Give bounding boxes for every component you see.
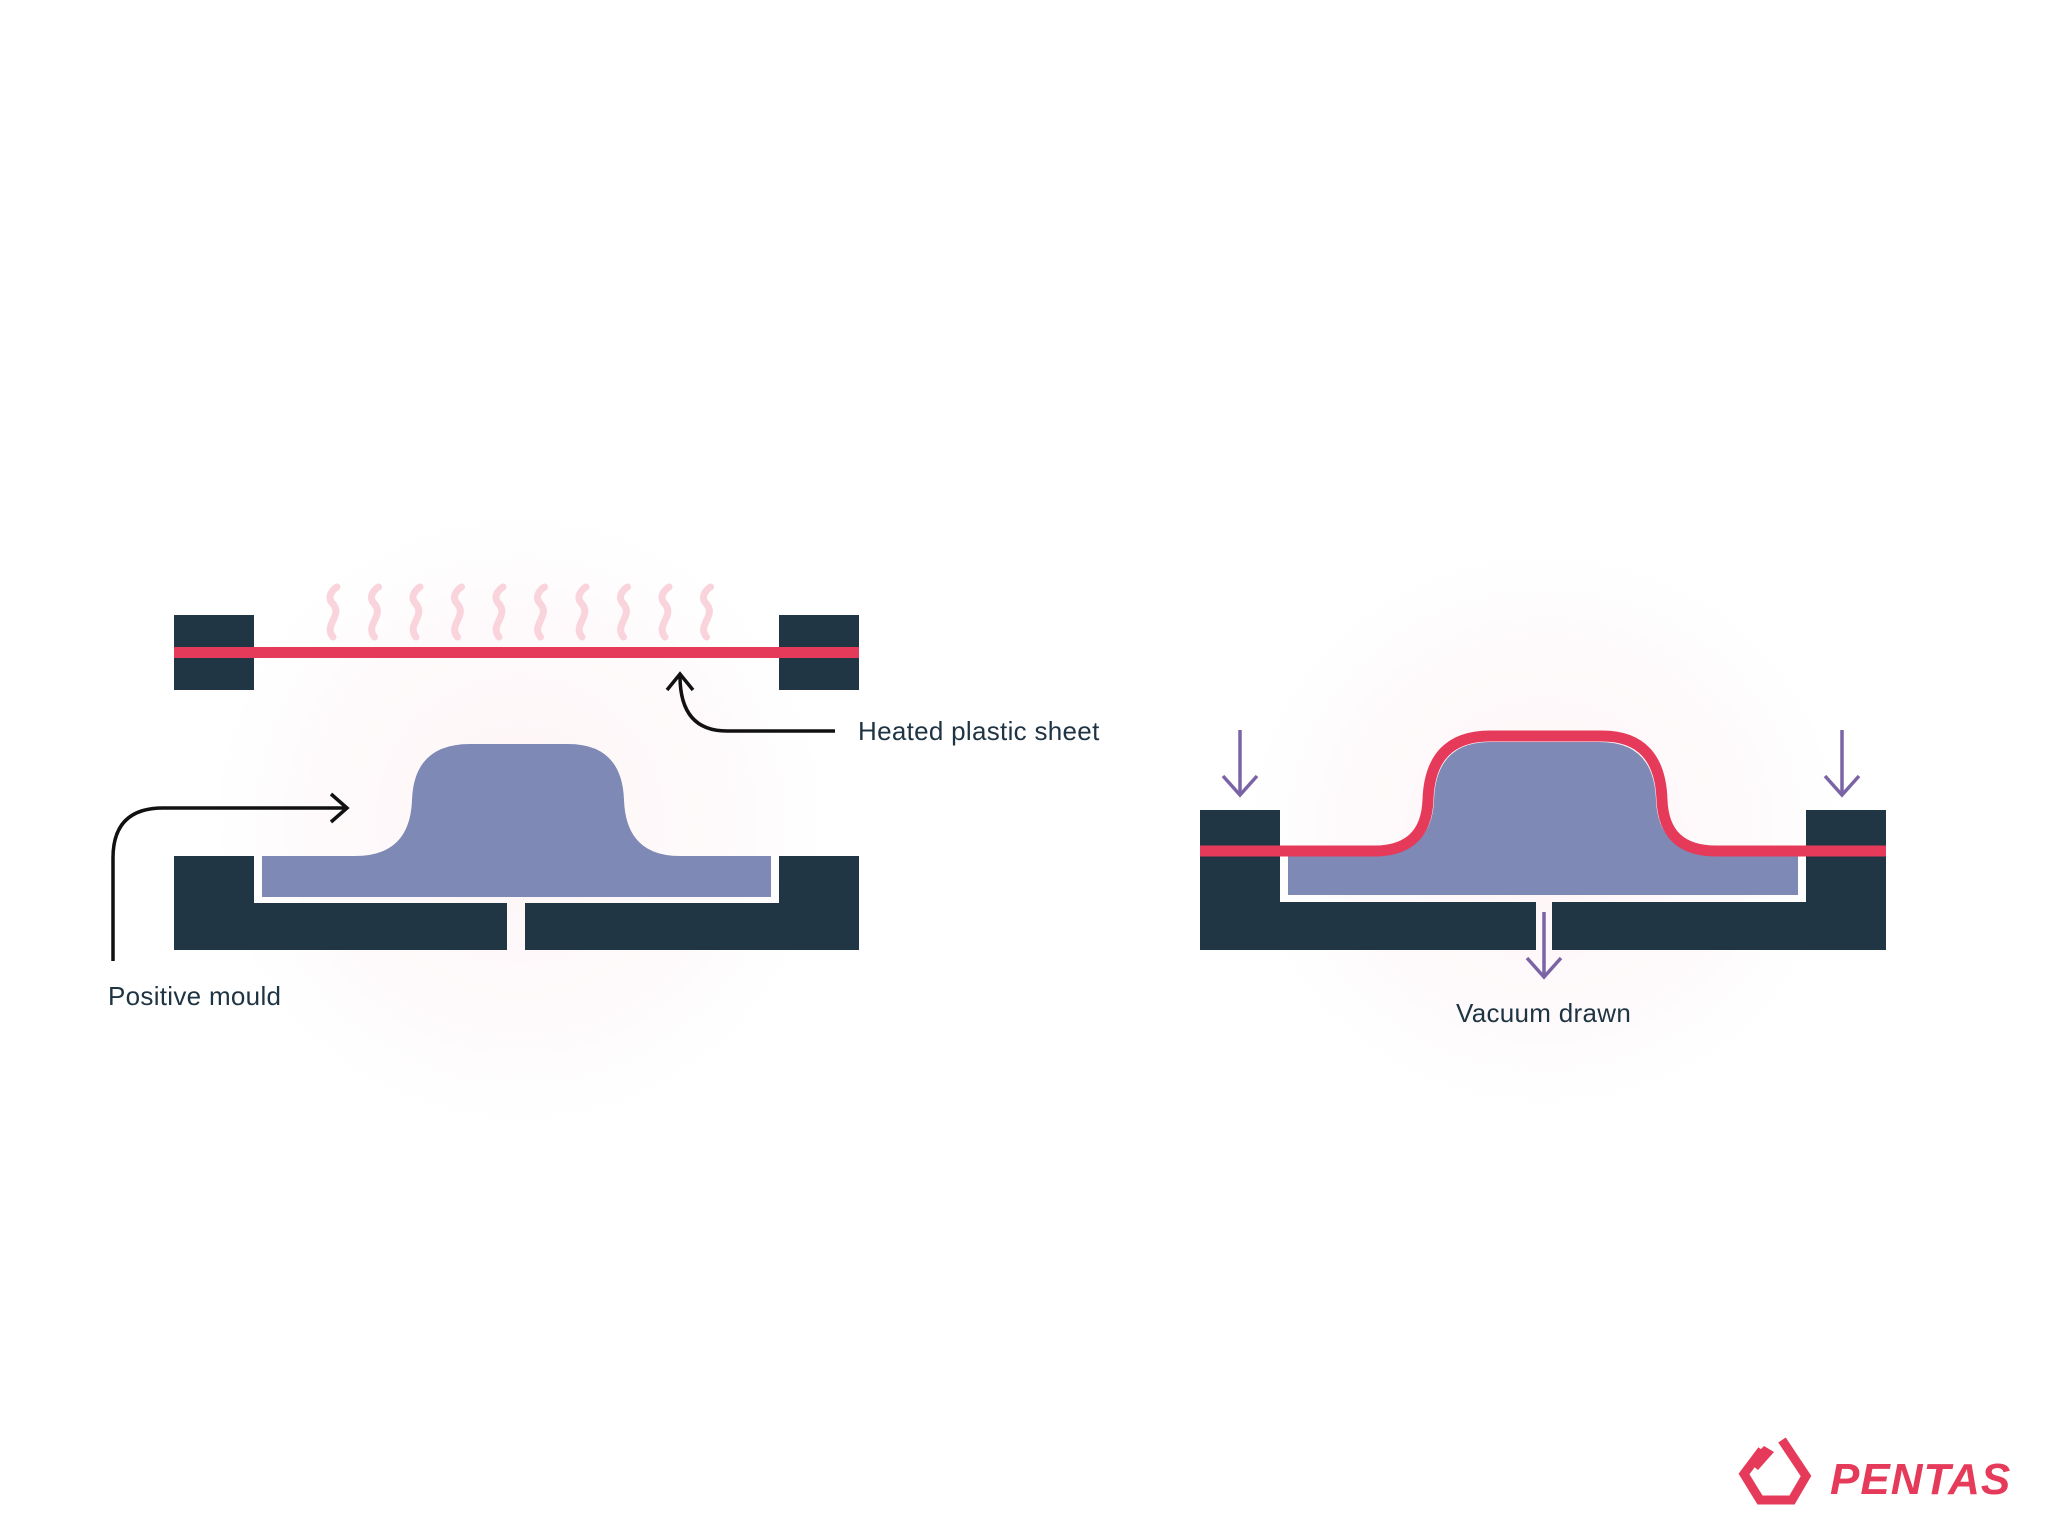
- mould-base: [174, 856, 507, 950]
- vacuum-drawn-label: Vacuum drawn: [1456, 998, 1631, 1028]
- heat-wave-icon: [699, 583, 714, 641]
- positive-mould-label: Positive mould: [108, 981, 281, 1011]
- arrow-icon: [1525, 912, 1563, 980]
- heat-wave-icon: [326, 583, 341, 641]
- pentagon-logo-icon: [1738, 1437, 1812, 1505]
- arrow-icon: [678, 675, 835, 733]
- heat-wave-icon: [533, 583, 548, 641]
- heat-wave-icon: [575, 583, 590, 641]
- heat-wave-icon: [450, 583, 465, 641]
- arrow-icon: [111, 806, 345, 961]
- mould-base-right: [1552, 850, 1886, 950]
- arrow-icon: [1823, 730, 1861, 798]
- heated-plastic-sheet: [174, 647, 859, 658]
- heat-wave-icon: [658, 583, 673, 641]
- arrow-head-mould: [329, 792, 350, 824]
- arrow-icon: [1221, 730, 1259, 798]
- heat-wave-icon: [367, 583, 382, 641]
- heat-wave-icon: [492, 583, 507, 641]
- heated-plastic-sheet-label: Heated plastic sheet: [858, 716, 1100, 746]
- positive-mould: [262, 744, 771, 897]
- arrow-head-sheet: [665, 671, 695, 692]
- pentas-logo: PENTAS: [1738, 1437, 2011, 1505]
- heat-wave-icon: [326, 583, 714, 641]
- heat-wave-icon: [616, 583, 631, 641]
- stage-vacuum-formed: Vacuum drawn: [1200, 730, 1886, 1028]
- formed-plastic-sheet: [1200, 730, 1886, 857]
- positive-mould: [1288, 742, 1798, 895]
- stage-before-forming: Heated plastic sheet Positive mould: [108, 583, 1100, 1011]
- pentagon-logo-fill: [1748, 1446, 1774, 1470]
- heat-wave-icon: [409, 583, 424, 641]
- mould-base-right: [525, 856, 859, 950]
- logo-text: PENTAS: [1830, 1455, 2011, 1504]
- mould-base: [1200, 850, 1536, 950]
